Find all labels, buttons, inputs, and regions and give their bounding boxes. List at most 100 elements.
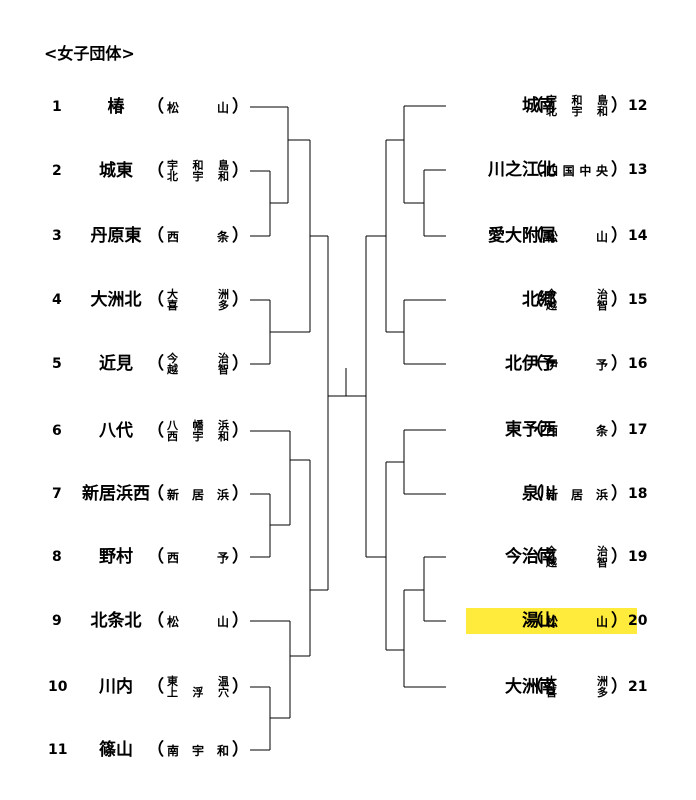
region: （伊予） (526, 352, 628, 376)
region-char: 浜 (595, 487, 608, 502)
paren-close: ） (611, 420, 628, 440)
region-char: 国 (562, 163, 575, 178)
region-char: 央 (595, 163, 608, 178)
region: （東温上浮穴） (147, 675, 249, 699)
seed-number: 16 (628, 356, 648, 372)
paren-open: （ (147, 161, 164, 181)
paren-open: （ (147, 354, 164, 374)
region-char: 越 (546, 556, 557, 569)
region-char: 山 (595, 614, 608, 629)
region-char: 温 (218, 675, 229, 688)
region-chars: 東温上浮穴 (167, 675, 229, 699)
region-char: 宇 (546, 94, 557, 107)
region-chars: 大洲喜多 (546, 675, 608, 699)
region-char: 和 (192, 159, 204, 172)
region-char: 浜 (218, 419, 229, 432)
seed-number: 12 (628, 98, 648, 114)
region-char: 新 (167, 487, 180, 502)
region-char: 浮 (192, 686, 204, 699)
paren-close: ） (611, 484, 628, 504)
region-char: 宇 (167, 159, 178, 172)
region: （西条） (147, 224, 249, 248)
team-name: 北郷 (522, 290, 556, 310)
region: （今治越智） (147, 352, 249, 376)
region-chars: 宇和島北宇和 (546, 94, 608, 118)
paren-open: （ (147, 740, 164, 760)
region-char: 和 (597, 105, 608, 118)
paren-open: （ (147, 421, 164, 441)
region-chars: 西条 (546, 418, 608, 442)
paren-open: （ (526, 160, 543, 180)
region-chars: 松山 (546, 224, 608, 248)
paren-close: ） (611, 226, 628, 246)
seed-number: 17 (628, 422, 648, 438)
paren-close: ） (611, 290, 628, 310)
region: （大洲喜多） (526, 675, 628, 699)
paren-close: ） (611, 677, 628, 697)
paren-close: ） (232, 97, 249, 117)
seed-number: 18 (628, 486, 648, 502)
region-char: 宇 (571, 105, 583, 118)
region-char: 松 (167, 614, 180, 629)
region-char: 居 (191, 487, 204, 502)
region-char: 居 (570, 487, 583, 502)
region-char: 今 (546, 545, 557, 558)
region-char: 多 (597, 686, 608, 699)
paren-open: （ (526, 96, 543, 116)
region-char: 治 (597, 545, 608, 558)
region: （今治越智） (526, 288, 628, 312)
region-char: 幡 (192, 419, 204, 432)
paren-close: ） (232, 161, 249, 181)
paren-close: ） (232, 354, 249, 374)
region-char: 大 (546, 675, 557, 688)
region-chars: 西条 (167, 224, 229, 248)
region-char: 山 (216, 614, 229, 629)
region-char: 多 (218, 299, 229, 312)
region-char: 南 (167, 743, 180, 758)
region-char: 和 (218, 170, 229, 183)
right-entry: 泉川（新居浜）18 (440, 482, 660, 506)
region: （西予） (147, 545, 249, 569)
region: （松山） (147, 609, 249, 633)
seed-number: 19 (628, 549, 648, 565)
paren-close: ） (232, 740, 249, 760)
seed-number: 8 (52, 549, 62, 565)
region-char: 北 (546, 105, 557, 118)
region: （松山） (526, 224, 628, 248)
region-char: 西 (546, 423, 559, 438)
region-chars: 西予 (167, 545, 229, 569)
right-entry: 大洲南（大洲喜多）21 (440, 675, 660, 699)
paren-open: （ (526, 677, 543, 697)
paren-open: （ (526, 290, 543, 310)
region-char: 大 (167, 288, 178, 301)
paren-open: （ (526, 611, 543, 631)
right-entry: 北郷（今治越智）15 (440, 288, 660, 312)
seed-number: 20 (628, 613, 648, 629)
region-char: 越 (167, 363, 178, 376)
region-char: 越 (546, 299, 557, 312)
region-char: 西 (167, 550, 180, 565)
paren-close: ） (611, 96, 628, 116)
region-char: 洲 (218, 288, 229, 301)
seed-number: 15 (628, 292, 648, 308)
team-name: 大洲南 (505, 677, 556, 697)
region-char: 予 (595, 357, 608, 372)
region-char: 治 (597, 288, 608, 301)
team-name: 大洲北 (90, 290, 142, 310)
region: （南宇和） (147, 738, 249, 762)
region-chars: 今治越智 (546, 288, 608, 312)
region-char: 穴 (218, 686, 229, 699)
paren-close: ） (232, 484, 249, 504)
region-chars: 大洲喜多 (167, 288, 229, 312)
region-char: 宇 (191, 743, 204, 758)
team-name: 椿 (107, 97, 125, 117)
region-char: 和 (571, 94, 583, 107)
